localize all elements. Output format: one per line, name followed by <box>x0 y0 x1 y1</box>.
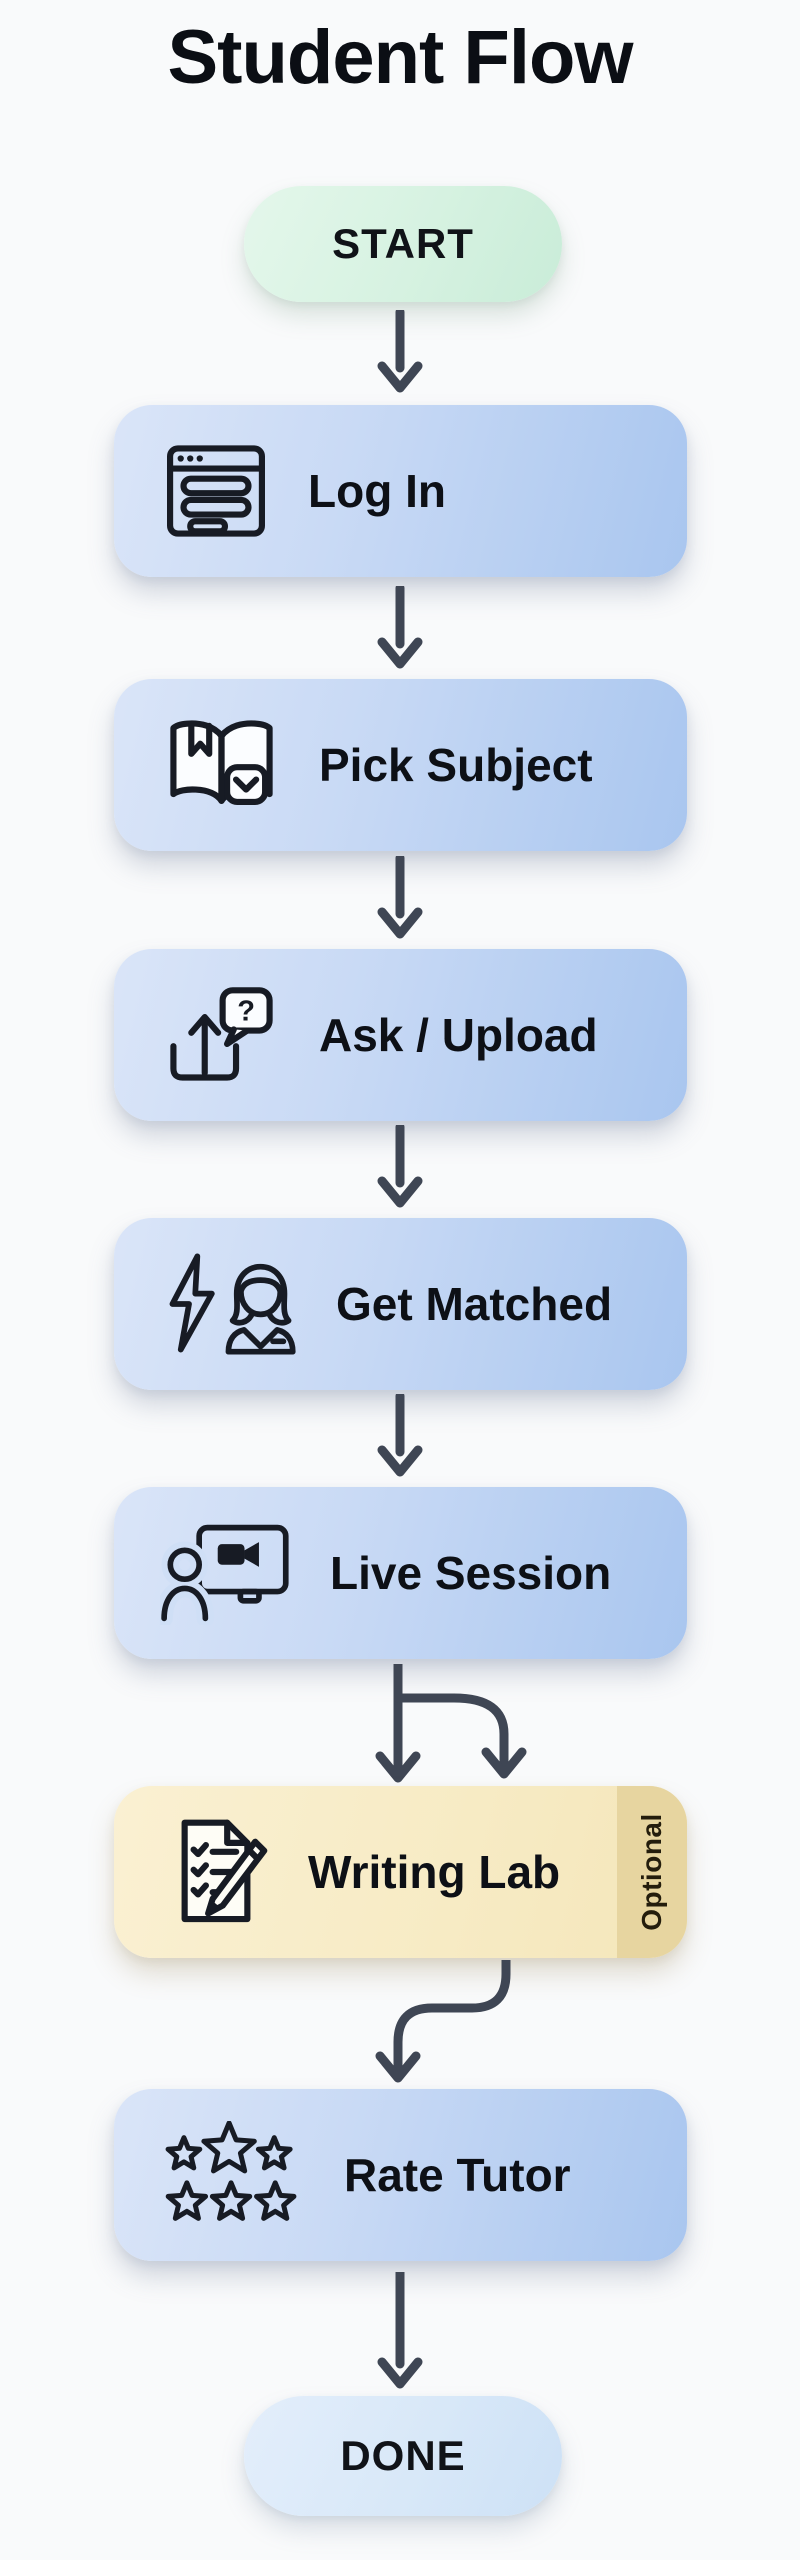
edge-login-pick-arrow <box>377 586 423 669</box>
node-log-in: Log In <box>114 405 687 577</box>
edge-writing-rate-arrow <box>375 1960 511 2083</box>
node-live-session: Live Session <box>114 1487 687 1659</box>
page-title: Student Flow <box>167 15 633 100</box>
node-rate-tutor: Rate Tutor <box>114 2089 687 2261</box>
edge-match-live-arrow <box>377 1394 423 1477</box>
node-ask-upload: ? Ask / Upload <box>114 949 687 1121</box>
edge-live-writing-arrows <box>375 1664 527 1783</box>
edge-rate-done-arrow <box>377 2272 423 2389</box>
node-writing-lab: Writing Lab Optional <box>114 1786 687 1958</box>
svg-text:?: ? <box>237 995 255 1027</box>
book-dropdown-icon <box>170 720 273 805</box>
node-get-matched-label: Get Matched <box>336 1278 613 1330</box>
optional-badge: Optional <box>617 1786 687 1958</box>
node-get-matched: Get Matched <box>114 1218 687 1390</box>
node-log-in-label: Log In <box>308 465 446 517</box>
edge-ask-match-arrow <box>377 1125 423 1208</box>
node-done-label: DONE <box>340 2432 466 2479</box>
edge-pick-ask-arrow <box>377 856 423 939</box>
upload-question-icon: ? <box>170 987 273 1081</box>
optional-badge-label: Optional <box>636 1813 667 1931</box>
star-rating-icon <box>160 2121 308 2229</box>
node-start-label: START <box>332 220 474 267</box>
node-start: START <box>244 186 562 302</box>
instant-match-tutor-icon <box>169 1253 296 1355</box>
node-pick-subject: Pick Subject <box>114 679 687 851</box>
node-live-session-label: Live Session <box>330 1547 612 1599</box>
node-writing-lab-label: Writing Lab <box>308 1846 561 1898</box>
node-done: DONE <box>244 2396 562 2516</box>
edge-start-login-arrow <box>377 310 423 393</box>
node-ask-upload-label: Ask / Upload <box>319 1009 598 1061</box>
node-rate-tutor-label: Rate Tutor <box>344 2149 571 2201</box>
video-session-icon <box>160 1524 289 1625</box>
checklist-pencil-icon <box>181 1819 268 1923</box>
node-pick-subject-label: Pick Subject <box>319 739 593 791</box>
login-window-icon <box>167 445 265 537</box>
